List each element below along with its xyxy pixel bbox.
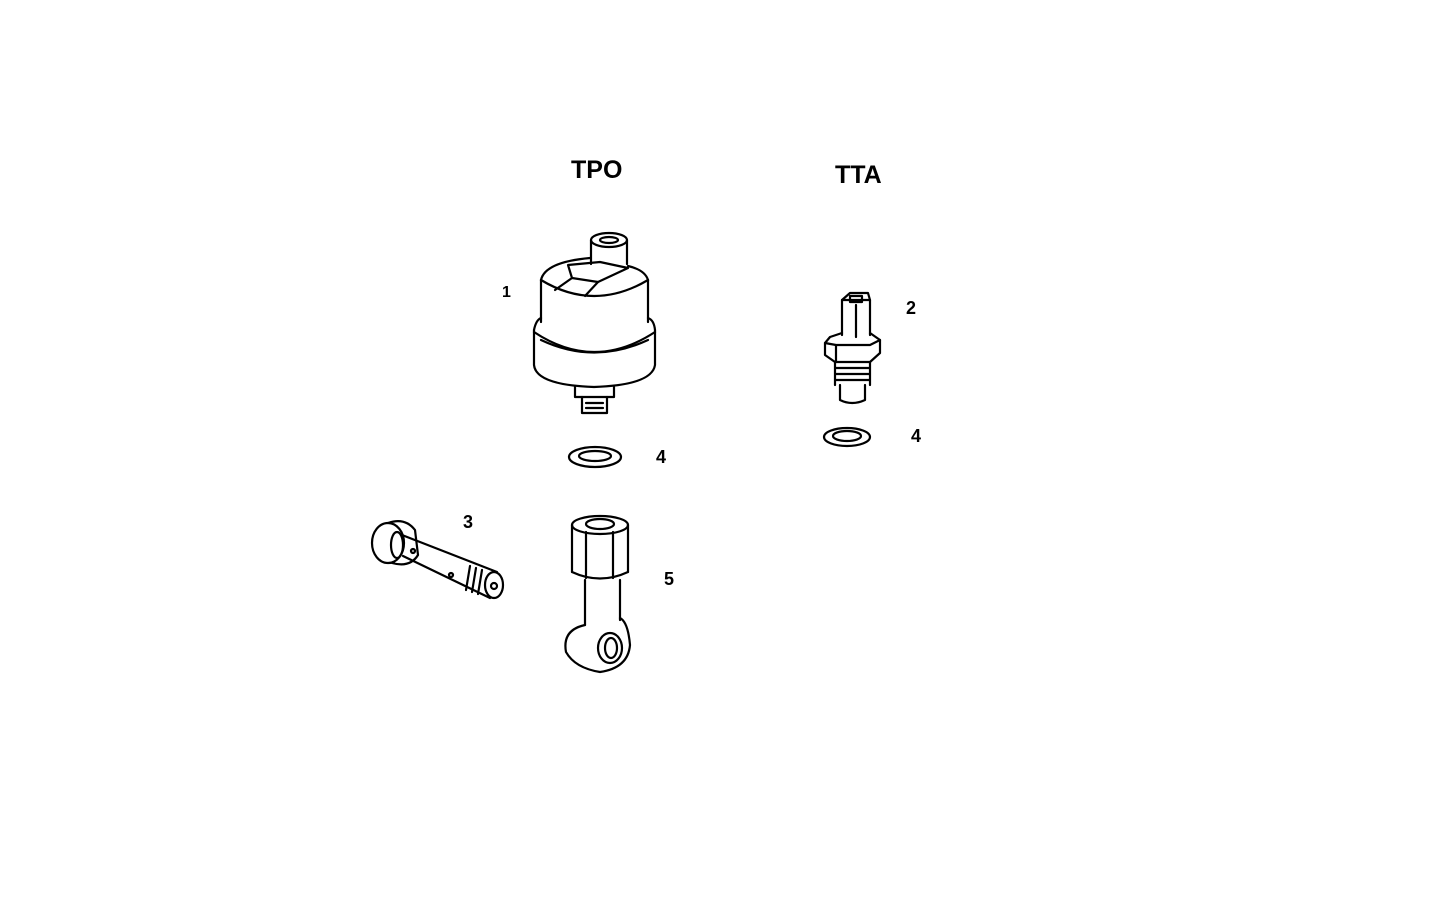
banjo-bolt-part-3 bbox=[370, 520, 505, 600]
temperature-sensor-part-2 bbox=[823, 291, 882, 405]
callout-5: 5 bbox=[664, 569, 675, 589]
sealing-washer-part-4-tpo bbox=[567, 445, 623, 469]
callout-3: 3 bbox=[463, 512, 474, 532]
group-title-tta: TTA bbox=[835, 161, 882, 189]
callout-2: 2 bbox=[906, 298, 917, 318]
callout-4-tta: 4 bbox=[911, 426, 922, 446]
group-title-tpo: TPO bbox=[571, 156, 623, 184]
callout-4-tpo: 4 bbox=[656, 447, 667, 467]
callout-1: 1 bbox=[502, 284, 511, 301]
sealing-washer-part-4-tta bbox=[822, 426, 872, 448]
pressure-sensor-part-1 bbox=[532, 231, 657, 415]
banjo-fitting-part-5 bbox=[564, 514, 632, 674]
